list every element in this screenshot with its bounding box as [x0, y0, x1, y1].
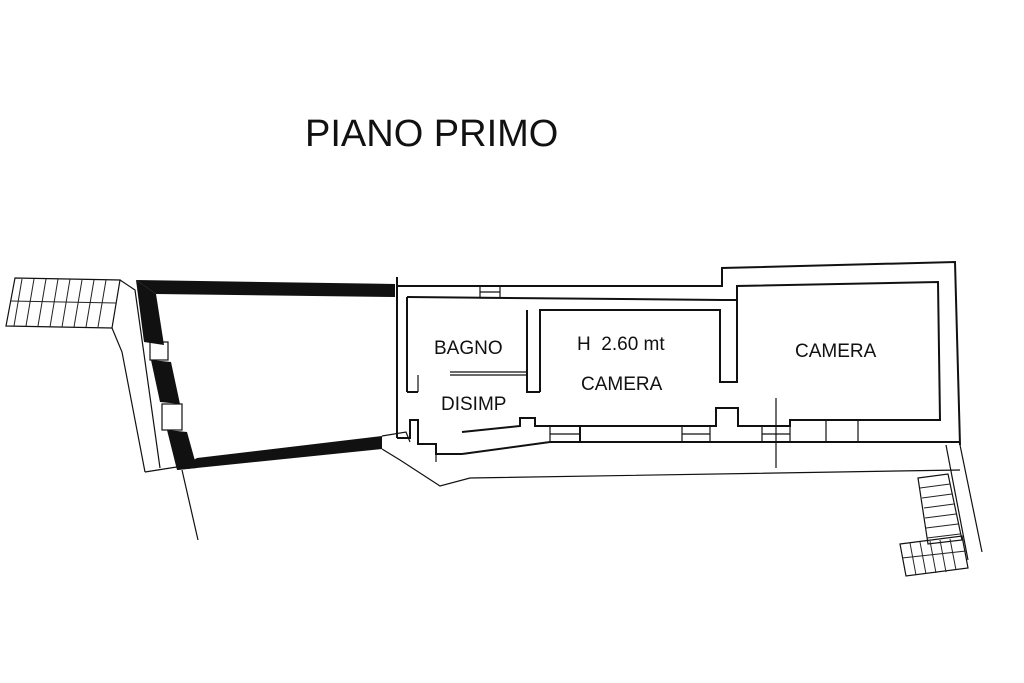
balcony-outline	[381, 431, 983, 561]
left-walkway	[111, 279, 199, 541]
room-label-camera-center: CAMERA	[581, 374, 663, 395]
plan-title: PIANO PRIMO	[305, 113, 558, 155]
room-label-bagno: BAGNO	[434, 338, 503, 359]
apartment-walls	[396, 260, 961, 468]
terrace-walls	[136, 280, 395, 470]
left-stair-hatch	[5, 277, 121, 329]
height-note: H 2.60 mt	[577, 334, 665, 355]
right-stair-hatch	[899, 473, 969, 577]
room-label-camera-right: CAMERA	[795, 341, 877, 362]
room-label-disimp: DISIMP	[441, 394, 506, 415]
